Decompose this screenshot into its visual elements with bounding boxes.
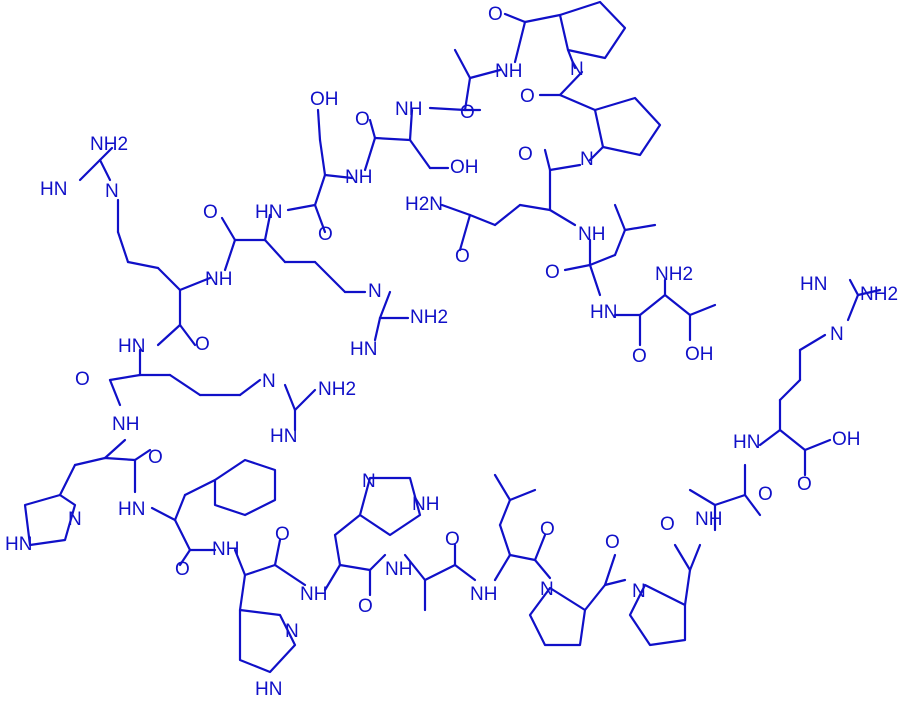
amide-nh-13: NH bbox=[695, 509, 722, 530]
carbonyl-o-17: O bbox=[660, 514, 675, 535]
arg1-nh2-label: NH2 bbox=[90, 134, 128, 155]
his1-hn-label: HN bbox=[5, 534, 32, 555]
amide-nh-12: NH bbox=[470, 584, 497, 605]
arg2-n-label: N bbox=[368, 281, 382, 302]
amide-hn-6: HN bbox=[118, 336, 145, 357]
carbonyl-o-4: O bbox=[355, 109, 370, 130]
carbonyl-o-7: O bbox=[203, 202, 218, 223]
proline-ring-top-2 bbox=[593, 96, 662, 157]
amide-nh-10: NH bbox=[300, 584, 327, 605]
arg1-n-label: N bbox=[105, 181, 119, 202]
pro-n-label-4: N bbox=[632, 581, 646, 602]
carbonyl-o-6: O bbox=[318, 224, 333, 245]
carbonyl-o-22: O bbox=[632, 346, 647, 367]
carbonyl-o-13: O bbox=[358, 596, 373, 617]
amide-hn-8: HN bbox=[118, 499, 145, 520]
amide-nh-5: NH bbox=[205, 269, 232, 290]
his1-n-label: N bbox=[68, 509, 82, 530]
carbonyl-o-20: O bbox=[455, 246, 470, 267]
proline-ring-top-1 bbox=[558, 0, 627, 60]
carbonyl-o-3: O bbox=[518, 144, 533, 165]
amide-hn-16: HN bbox=[590, 302, 617, 323]
argc-oh-label: OH bbox=[832, 429, 861, 450]
arg3-imine-label: HN bbox=[270, 426, 297, 447]
carbonyl-o-8: O bbox=[195, 334, 210, 355]
carbonyl-o-5: O bbox=[460, 102, 475, 123]
amide-nh-2: NH bbox=[395, 99, 422, 120]
carbonyl-o-19: O bbox=[797, 474, 812, 495]
thr-oh-label: OH bbox=[685, 344, 714, 365]
amide-nh-1: NH bbox=[495, 61, 522, 82]
amide-hn-14: HN bbox=[733, 432, 760, 453]
argc-hn-label: HN bbox=[800, 274, 827, 295]
pro-n-label-2: N bbox=[580, 149, 594, 170]
carbonyl-o-2: O bbox=[520, 86, 535, 107]
amide-nh-7: NH bbox=[112, 414, 139, 435]
argc-n-label: N bbox=[830, 324, 844, 345]
amide-nh-3: NH bbox=[345, 167, 372, 188]
argc-nh2-label: NH2 bbox=[860, 284, 898, 305]
arg2-nh2-label: NH2 bbox=[410, 307, 448, 328]
pro-n-label-3: N bbox=[540, 579, 554, 600]
amide-hn-4: HN bbox=[255, 202, 282, 223]
gln-h2n-label: H2N bbox=[405, 194, 443, 215]
carbonyl-o-9: O bbox=[75, 369, 90, 390]
carbonyl-o-1: O bbox=[488, 4, 503, 25]
carbonyl-o-14: O bbox=[445, 529, 460, 550]
thr-nh2-label: NH2 bbox=[655, 264, 693, 285]
amide-nh-15: NH bbox=[578, 224, 605, 245]
carbonyl-o-21: O bbox=[545, 262, 560, 283]
arg1-imine-label: HN bbox=[40, 179, 67, 200]
carbonyl-o-15: O bbox=[540, 519, 555, 540]
amide-nh-11: NH bbox=[385, 559, 412, 580]
pro-n-label-1: N bbox=[570, 59, 584, 80]
carbonyl-o-12: O bbox=[275, 524, 290, 545]
arg3-n-label: N bbox=[262, 371, 276, 392]
carbonyl-o-18: O bbox=[758, 484, 773, 505]
arg3-nh2-label: NH2 bbox=[318, 379, 356, 400]
arg2-imine-label: HN bbox=[350, 339, 377, 360]
his3-n-label: N bbox=[362, 471, 376, 492]
carbonyl-o-16: O bbox=[605, 532, 620, 553]
his3-nh-label: NH bbox=[412, 494, 439, 515]
ser2-oh-label: OH bbox=[450, 157, 479, 178]
carbonyl-o-10: O bbox=[148, 447, 163, 468]
his2-n-label: N bbox=[285, 621, 299, 642]
amide-nh-9: NH bbox=[212, 539, 239, 560]
his2-hn-label: HN bbox=[255, 679, 282, 700]
carbonyl-o-11: O bbox=[175, 559, 190, 580]
ser1-oh-label: OH bbox=[310, 89, 339, 110]
